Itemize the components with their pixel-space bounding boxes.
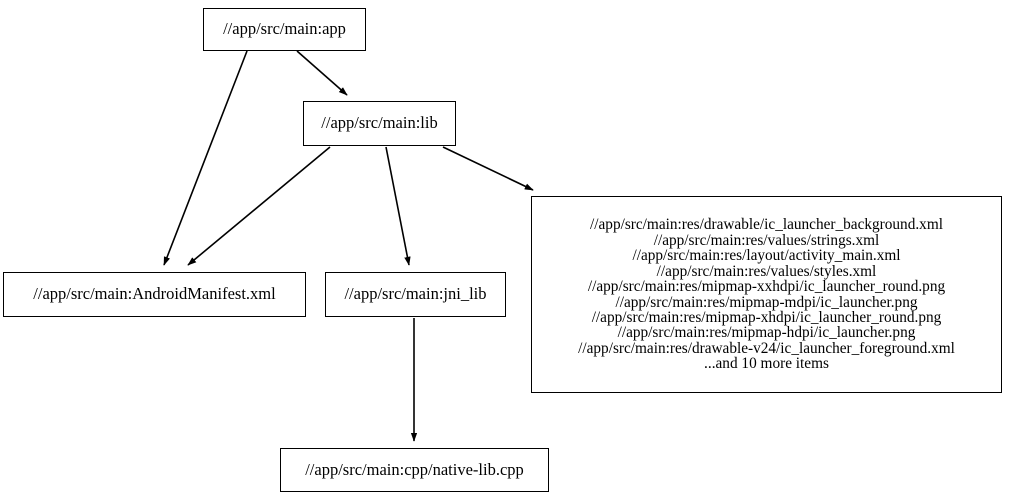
edge-lib-to-res xyxy=(442,146,534,191)
graph-node-jni-lib-label: //app/src/main:jni_lib xyxy=(344,284,487,304)
graph-node-lib-label: //app/src/main:lib xyxy=(321,113,438,133)
graph-node-native-lib-cpp-label: //app/src/main:cpp/native-lib.cpp xyxy=(305,459,524,479)
edge-lib-to-jni-lib xyxy=(385,146,411,266)
graph-node-native-lib-cpp[interactable]: //app/src/main:cpp/native-lib.cpp xyxy=(280,448,549,492)
graph-node-jni-lib[interactable]: //app/src/main:jni_lib xyxy=(325,272,506,317)
graph-node-app[interactable]: //app/src/main:app xyxy=(203,8,366,51)
graph-node-resources-label: //app/src/main:res/drawable/ic_launcher_… xyxy=(578,216,955,373)
graph-node-android-manifest[interactable]: //app/src/main:AndroidManifest.xml xyxy=(3,272,306,317)
edge-lib-to-manifest xyxy=(187,146,331,266)
graph-node-resources[interactable]: //app/src/main:res/drawable/ic_launcher_… xyxy=(531,196,1002,393)
graph-node-android-manifest-label: //app/src/main:AndroidManifest.xml xyxy=(33,284,276,304)
edge-app-to-lib xyxy=(296,50,348,96)
graph-node-lib[interactable]: //app/src/main:lib xyxy=(303,101,456,146)
edge-app-to-manifest xyxy=(163,50,248,266)
graph-node-app-label: //app/src/main:app xyxy=(223,19,346,39)
